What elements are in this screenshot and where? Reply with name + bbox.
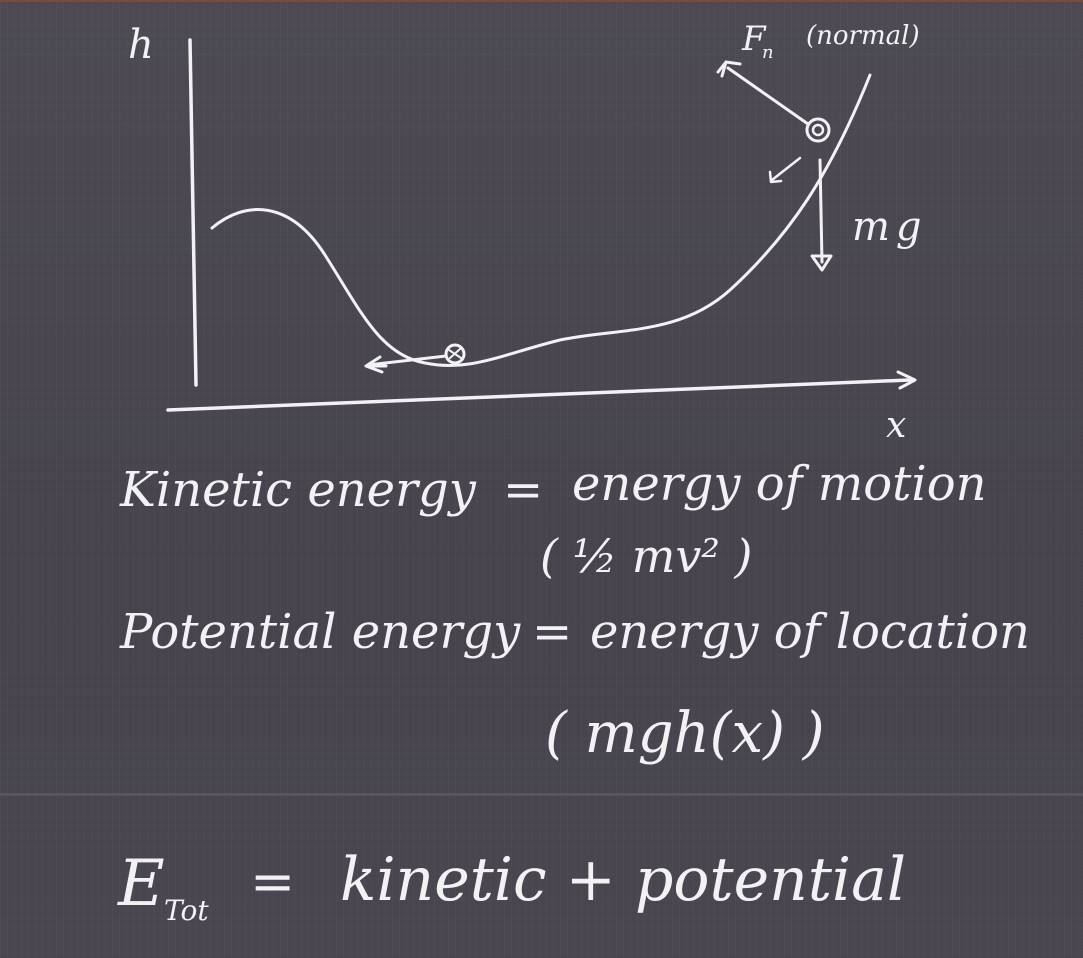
kinetic-formula: ( ½ mv² ) [540,529,752,583]
x-axis-label: x [886,405,906,446]
total-equals: = [250,850,295,913]
board-seam [0,793,1083,796]
total-expression: kinetic + potential [340,845,906,915]
h-axis-line [188,38,198,387]
total-subscript: Tot [164,894,209,927]
velocity-arrowhead [364,355,388,374]
gravity-arrow [818,158,824,264]
potential-meaning: energy of location [590,604,1030,660]
normal-note: (normal) [806,21,920,51]
normal-force-subscript: n [762,42,774,63]
potential-term: Potential energy [119,604,521,660]
total-symbol: E [117,847,165,921]
ball-slope-inner [811,123,825,137]
x-axis-line [166,378,912,412]
tangent-arrowhead [768,170,783,184]
gravity-arrowhead [810,254,833,272]
top-edge [0,0,1083,2]
velocity-arrow [366,354,448,367]
gravity-label: mg [852,204,928,250]
kinetic-meaning: energy of motion [572,456,987,512]
normal-force-arrow [726,66,810,126]
ball-slope [805,117,831,143]
potential-equals: = [532,604,572,660]
ball-bottom [444,343,466,365]
h-axis-label: h [128,22,154,68]
kinetic-term: Kinetic energy [119,462,477,518]
x-axis-arrowhead [896,370,917,390]
kinetic-equals: = [503,462,543,518]
ball-bottom-hatch [448,348,462,359]
potential-formula: ( mgh(x) ) [545,701,825,766]
normal-force-arrowhead [716,60,742,78]
normal-force-label: F [741,19,767,59]
height-curve [210,73,872,367]
tangent-arrow [770,156,802,182]
